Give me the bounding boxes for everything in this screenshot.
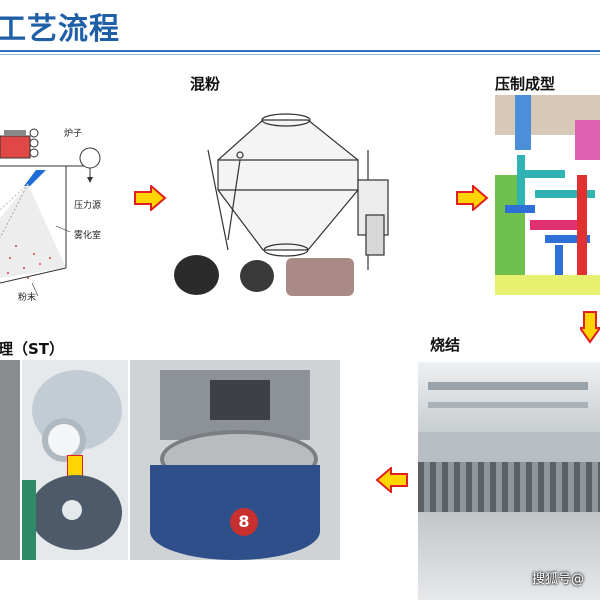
page-title: 工艺流程 <box>0 12 120 47</box>
powder-sample-dark <box>174 255 219 295</box>
atomization-diagram: 炉子 压力源 雾化室 粉末 <box>0 118 130 308</box>
sintering-photo <box>418 362 600 600</box>
treatment-photo-edge <box>0 360 20 560</box>
step-label-mixing: 混粉 <box>190 75 221 93</box>
step-label-pressing: 压制成型 <box>495 75 556 93</box>
pressing-schematic <box>495 95 600 295</box>
step-label-sintering: 烧结 <box>430 336 461 354</box>
powder-sample-reddish <box>286 258 354 296</box>
furnace-number-badge: 8 <box>230 508 258 536</box>
label-furnace: 炉子 <box>64 129 83 139</box>
label-pressure-source: 压力源 <box>74 201 102 211</box>
powder-sample-gray <box>240 260 274 292</box>
title-underline-thin <box>0 54 600 55</box>
flow-arrow-right-1 <box>134 185 167 211</box>
flow-arrow-down <box>580 311 600 344</box>
watermark: 搜狐号@ <box>532 572 585 587</box>
flow-arrow-right-2 <box>456 185 489 211</box>
step-label-treatment: 理（ST） <box>0 340 65 358</box>
label-powder: 粉末 <box>18 293 37 303</box>
mixer-illustration <box>168 100 403 300</box>
label-atomizing-chamber: 雾化室 <box>74 231 102 241</box>
title-underline <box>0 50 600 52</box>
flow-arrow-left <box>375 467 408 493</box>
part-before-after-photo <box>22 360 128 560</box>
steam-furnace-photo: 8 <box>130 360 340 560</box>
